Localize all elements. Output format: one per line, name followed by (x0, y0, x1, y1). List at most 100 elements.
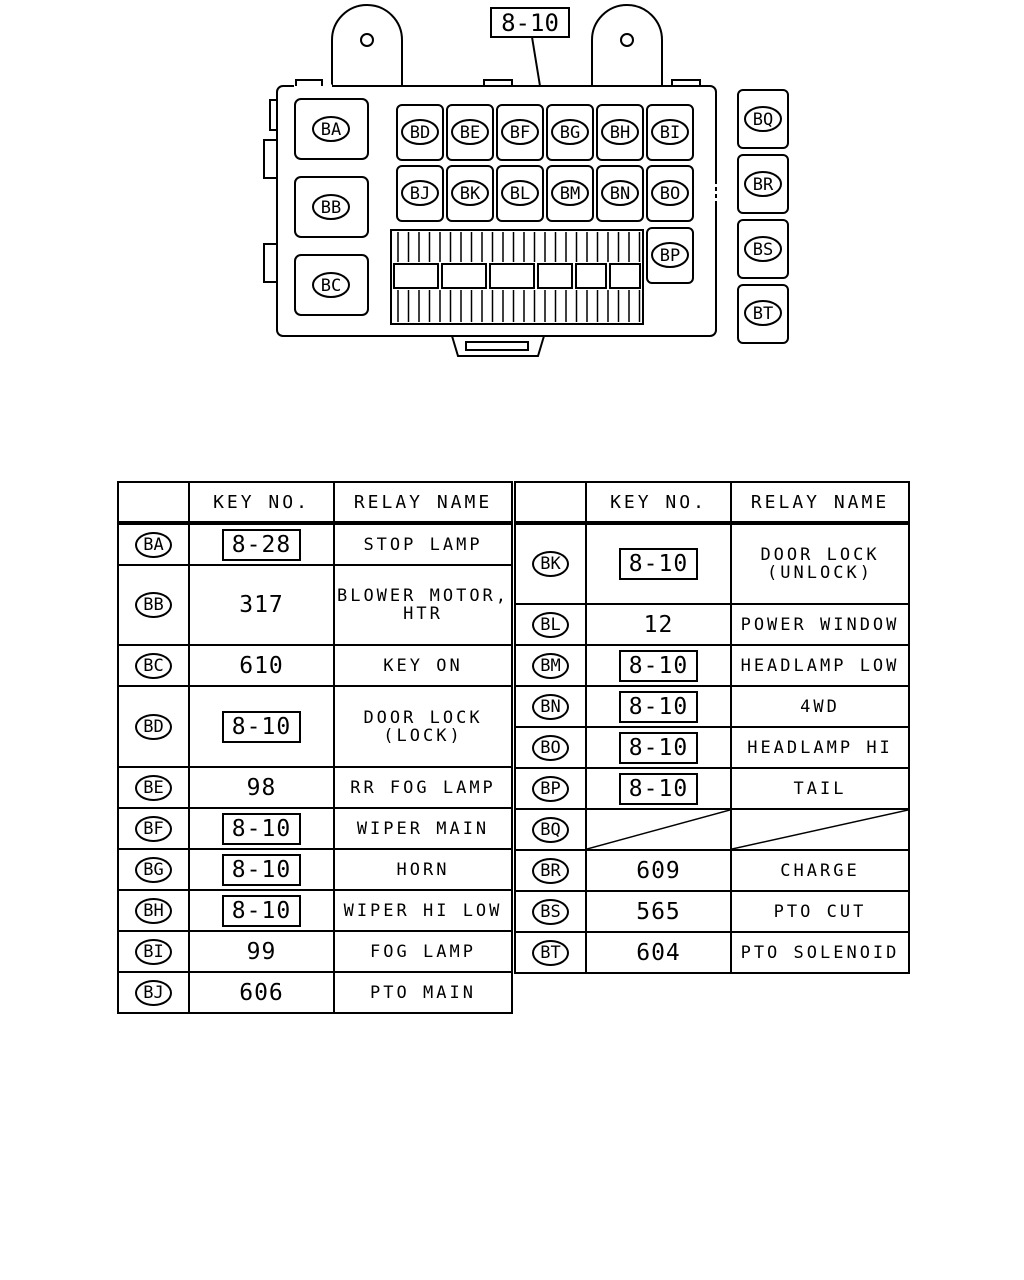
relay-slot-BF (496, 104, 544, 161)
relay-id-cell: BB (117, 564, 190, 646)
relay-id-cell: BK (514, 522, 587, 605)
key-no-cell: 8-10 (585, 767, 732, 810)
relay-name: DOOR LOCK (UNLOCK) (730, 522, 910, 605)
mounting-ear-left (331, 4, 403, 85)
relay-id-cell: BL (514, 603, 587, 646)
table-row: BI 99 FOG LAMP (117, 930, 513, 973)
relay-tab-label: BT (753, 304, 773, 324)
relay-id-cell: BE (117, 766, 190, 809)
relay-tab-bm: BM (551, 180, 589, 206)
relay-id-badge: BJ (135, 979, 172, 1006)
table-row: BT 604 PTO SOLENOID (514, 931, 910, 974)
table-row: BE 98 RR FOG LAMP (117, 766, 513, 809)
relay-tab-bo: BO (651, 180, 689, 206)
mounting-ear-right (591, 4, 663, 85)
relay-name: TAIL (730, 767, 910, 810)
key-no-boxed: 8-10 (221, 853, 302, 886)
empty-diagonal-cell (730, 808, 910, 851)
table-row: BN 8-10 4WD (514, 685, 910, 728)
relay-tab-bd: BD (401, 119, 439, 145)
relay-tab-bl: BL (501, 180, 539, 206)
fuse-teeth (397, 232, 641, 322)
table-row: BC 610 KEY ON (117, 644, 513, 687)
header-id (514, 481, 587, 525)
relay-tab-label: BE (460, 123, 480, 143)
relay-slot-BN (596, 165, 644, 222)
table-row: BR 609 CHARGE (514, 849, 910, 892)
relay-name: WIPER HI LOW (333, 889, 513, 932)
key-no: 98 (188, 766, 335, 809)
table-row: BQ (514, 808, 910, 851)
relay-tab-label: BA (321, 120, 341, 140)
relay-name: BLOWER MOTOR, HTR (333, 564, 513, 646)
key-no-cell: 8-10 (188, 889, 335, 932)
key-no: 604 (585, 931, 732, 974)
relay-id-cell: BQ (514, 808, 587, 851)
table-row: BL 12 POWER WINDOW (514, 603, 910, 646)
table-row: BA 8-28 STOP LAMP (117, 522, 513, 566)
key-no-boxed: 8-10 (221, 710, 302, 743)
relay-name: PTO SOLENOID (730, 931, 910, 974)
relay-name: 4WD (730, 685, 910, 728)
relay-name: HEADLAMP HI (730, 726, 910, 769)
relay-id-cell: BJ (117, 971, 190, 1014)
key-no-boxed: 8-10 (618, 690, 699, 723)
relay-table-right: KEY NO. RELAY NAME BK 8-10 DOOR LOCK (UN… (514, 481, 910, 974)
key-no-boxed: 8-10 (618, 548, 699, 580)
relay-id-cell: BI (117, 930, 190, 973)
relay-tab-bs: BS (744, 236, 782, 262)
table-row: BH 8-10 WIPER HI LOW (117, 889, 513, 932)
key-no-boxed: 8-10 (221, 894, 302, 927)
relay-tab-label: BM (560, 184, 580, 204)
key-no: 99 (188, 930, 335, 973)
relay-slot-BG (546, 104, 594, 161)
relay-id-badge: BN (532, 693, 569, 720)
relay-id-badge: BD (135, 713, 172, 740)
relay-id-badge: BQ (532, 816, 569, 843)
relay-id-cell: BR (514, 849, 587, 892)
table-row: BB 317 BLOWER MOTOR, HTR (117, 564, 513, 646)
relay-box-housing (276, 85, 717, 337)
table-row: BG 8-10 HORN (117, 848, 513, 891)
relay-tab-bj: BJ (401, 180, 439, 206)
relay-id-badge: BM (532, 652, 569, 679)
header-key-no: KEY NO. (585, 481, 732, 525)
relay-tab-label: BF (510, 123, 530, 143)
header-relay-name: RELAY NAME (333, 481, 513, 525)
table-row: BK 8-10 DOOR LOCK (UNLOCK) (514, 522, 910, 605)
key-no: 565 (585, 890, 732, 933)
key-no-boxed: 8-10 (221, 812, 302, 845)
relay-tab-label: BQ (753, 110, 773, 130)
relay-tab-bc: BC (312, 272, 350, 298)
key-no-boxed: 8-10 (618, 731, 699, 764)
relay-id-badge: BL (532, 611, 569, 638)
table-row: BF 8-10 WIPER MAIN (117, 807, 513, 850)
table-header-row: KEY NO. RELAY NAME (514, 481, 910, 525)
relay-tab-bt: BT (744, 300, 782, 326)
relay-name: PTO MAIN (333, 971, 513, 1014)
key-no: 317 (188, 564, 335, 646)
relay-tab-br: BR (744, 171, 782, 197)
relay-tab-bp: BP (651, 242, 689, 268)
relay-tab-bk: BK (451, 180, 489, 206)
relay-id-badge: BK (532, 551, 569, 577)
relay-slot-BT (737, 284, 789, 344)
key-no-cell: 8-10 (585, 644, 732, 687)
header-relay-name: RELAY NAME (730, 481, 910, 525)
relay-tab-label: BH (610, 123, 630, 143)
relay-slot-BE (446, 104, 494, 161)
relay-slot-BK (446, 165, 494, 222)
relay-id-badge: BC (135, 652, 172, 679)
relay-id-cell: BM (514, 644, 587, 687)
relay-slot-BR (737, 154, 789, 214)
relay-slot-BD (396, 104, 444, 161)
relay-id-badge: BO (532, 734, 569, 761)
relay-tab-ba: BA (312, 116, 350, 142)
relay-tab-label: BP (660, 246, 680, 266)
relay-name: DOOR LOCK (LOCK) (333, 685, 513, 768)
key-no-cell: 8-10 (585, 522, 732, 605)
table-row: BM 8-10 HEADLAMP LOW (514, 644, 910, 687)
relay-name: RR FOG LAMP (333, 766, 513, 809)
key-no-boxed: 8-28 (221, 528, 302, 561)
